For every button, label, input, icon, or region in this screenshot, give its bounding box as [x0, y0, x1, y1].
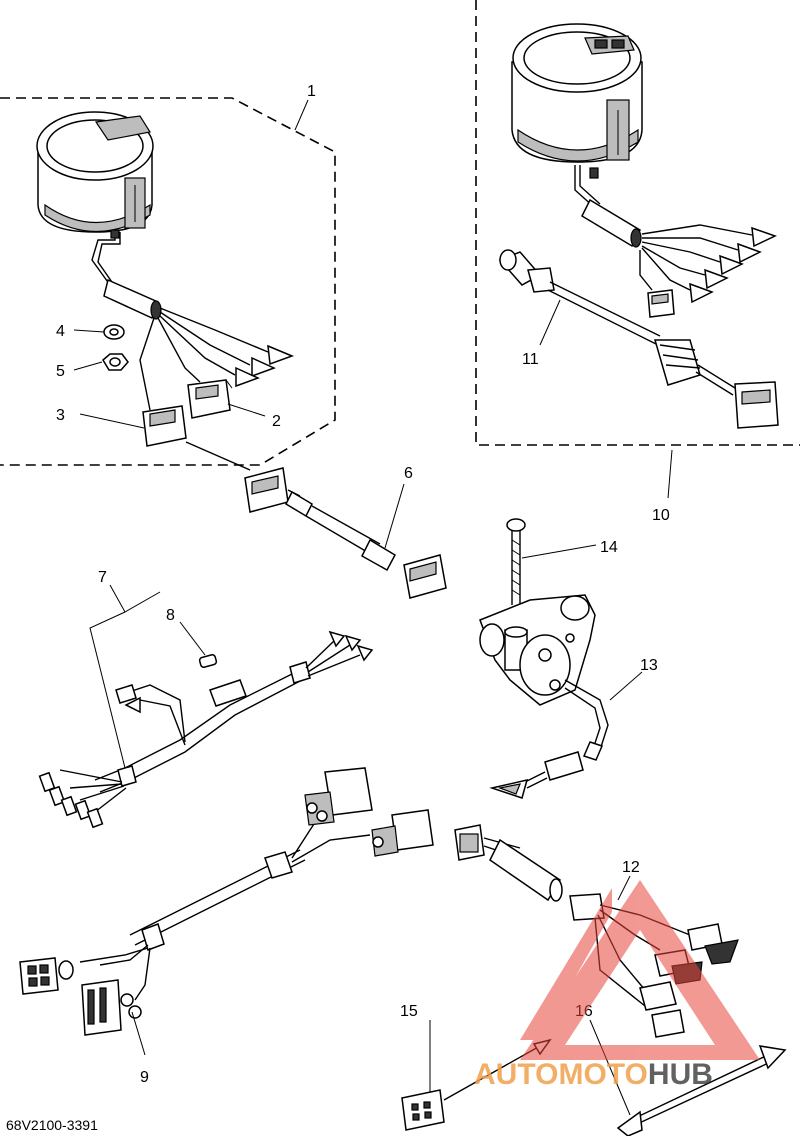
group-box-10 [475, 0, 800, 446]
fuse-8 [198, 654, 218, 668]
callout-14: 14 [600, 539, 618, 556]
callout-15: 15 [400, 1003, 418, 1020]
callout-6: 6 [404, 465, 413, 482]
gauge-meter-1 [36, 111, 162, 320]
callout-2: 2 [272, 413, 281, 430]
watermark-triangle-icon [520, 880, 760, 1060]
diagram-code: 68V2100-3391 [6, 1117, 98, 1133]
harness-9 [19, 767, 434, 1036]
callout-1: 1 [307, 83, 316, 100]
screw-14 [506, 518, 526, 605]
connector-2 [187, 379, 233, 419]
callout-4: 4 [56, 323, 65, 340]
callout-10: 10 [652, 507, 670, 524]
callout-12: 12 [622, 859, 640, 876]
connector-3 [142, 405, 187, 447]
washer-4 [103, 324, 125, 340]
wire-bundle-10 [639, 224, 777, 318]
watermark-text: AUTOMOTOHUB [474, 1058, 713, 1091]
callout-9: 9 [140, 1069, 149, 1086]
nut-5 [102, 353, 129, 371]
group-box-1 [0, 97, 336, 466]
trim-sender-13 [479, 594, 609, 799]
cable-tie-16 [616, 1045, 787, 1136]
callout-3: 3 [56, 407, 65, 424]
extension-harness-6 [185, 441, 447, 599]
gauge-meter-10 [511, 23, 643, 248]
leader-lines [73, 99, 673, 1116]
watermark-text-auto: AUTOMOTO [474, 1058, 648, 1091]
main-harness-7 [38, 630, 374, 829]
callout-7: 7 [98, 569, 107, 586]
watermark-logo [520, 880, 760, 1060]
callout-13: 13 [640, 657, 658, 674]
callout-5: 5 [56, 363, 65, 380]
callout-11: 11 [522, 351, 539, 368]
harness-12 [454, 824, 739, 1038]
wire-bundle-1 [139, 307, 295, 411]
sensor-cable-11 [498, 249, 779, 429]
watermark-text-hub: HUB [648, 1058, 713, 1091]
callout-8: 8 [166, 607, 175, 624]
